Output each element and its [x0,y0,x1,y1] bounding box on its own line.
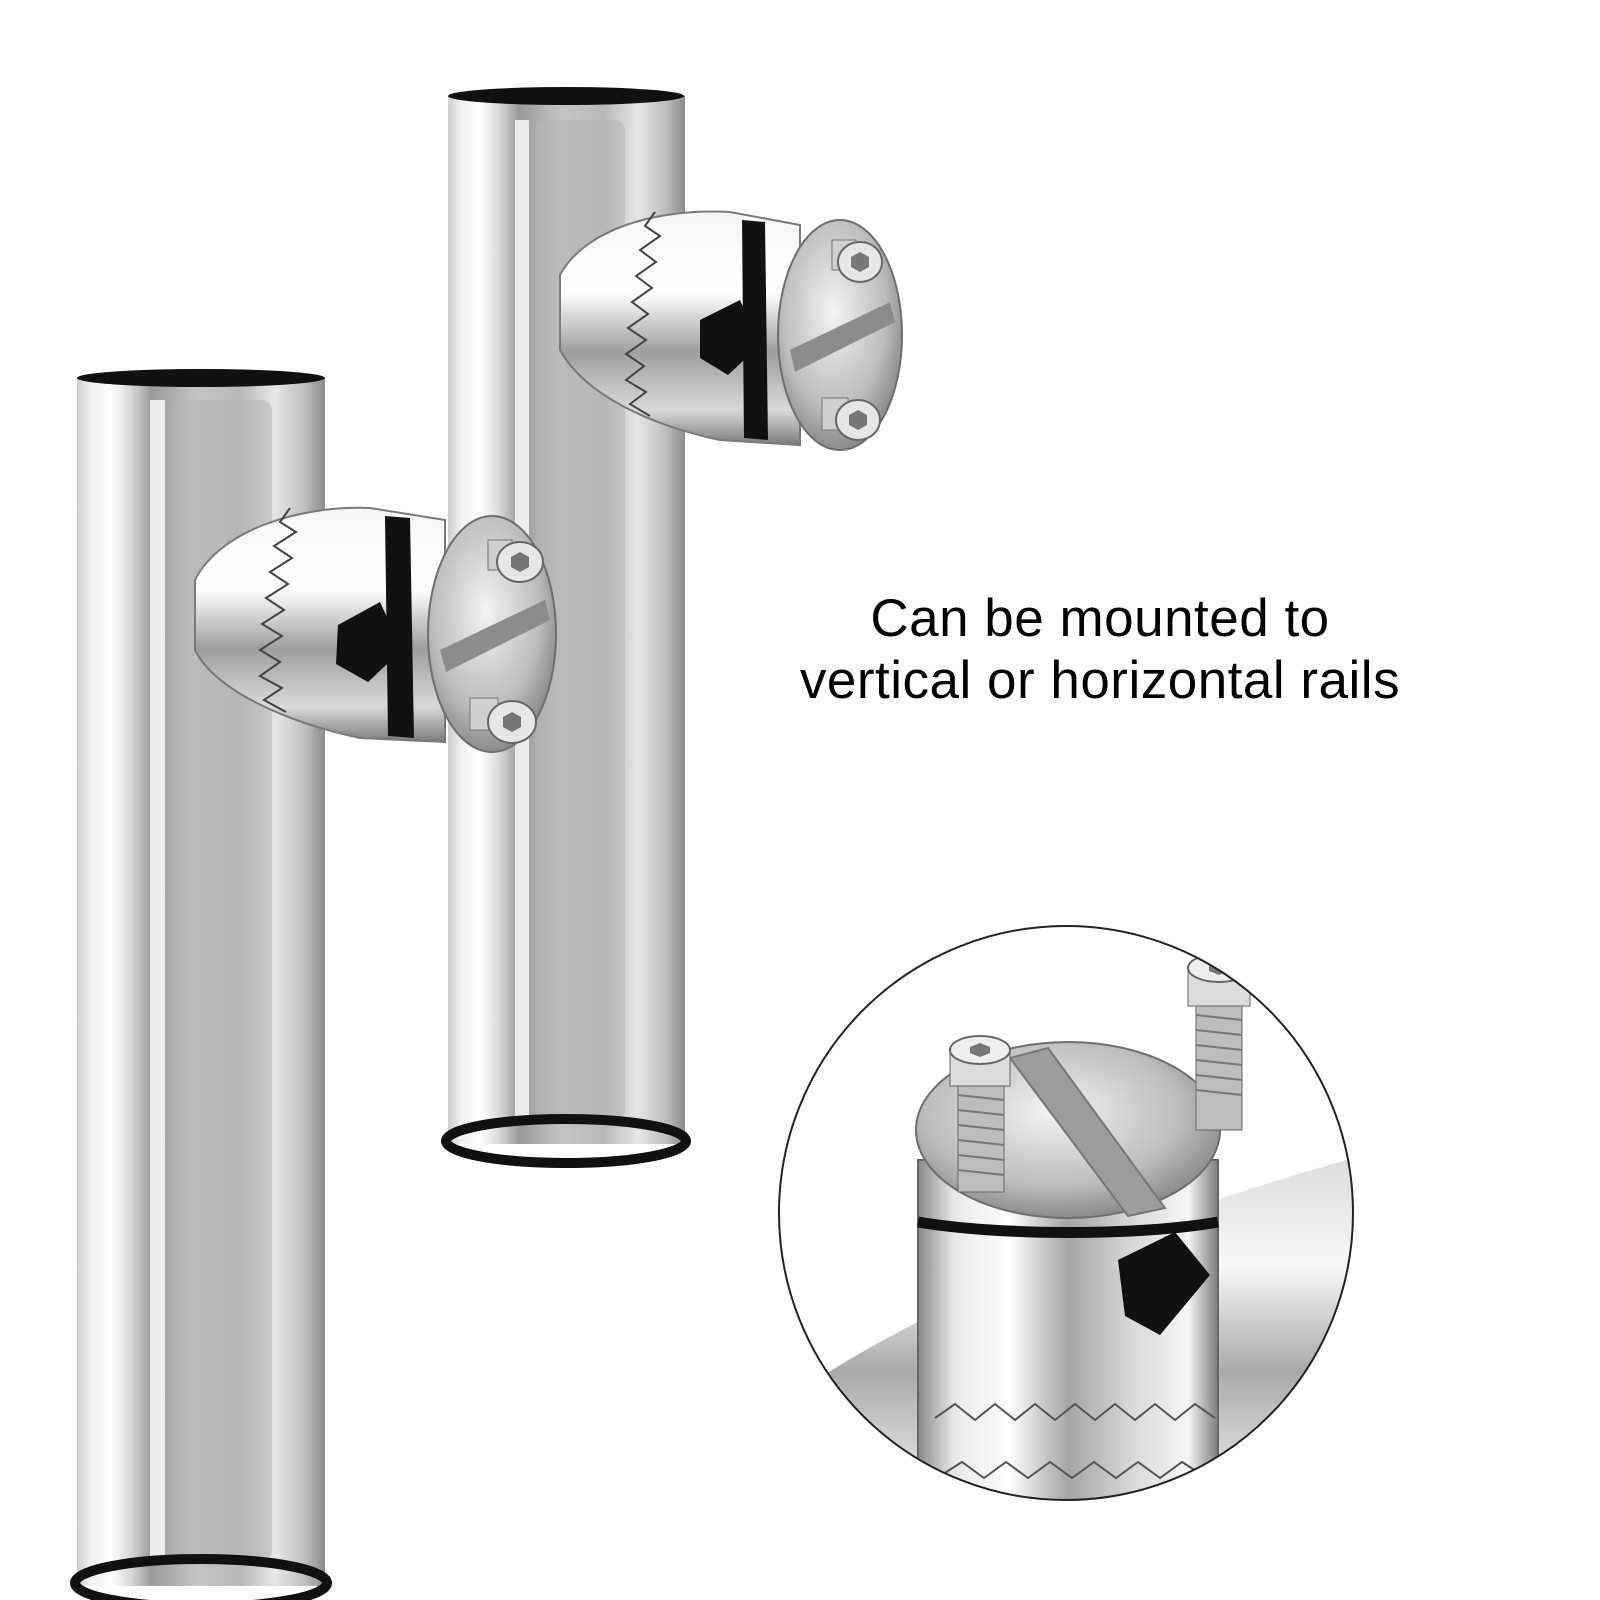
hex-socket-screw-icon [1187,953,1251,1131]
hex-socket-screw-icon [821,397,881,441]
hex-socket-screw-icon [949,1035,1011,1193]
front-rail-clamp-icon [194,506,557,753]
hex-socket-screw-icon [469,697,537,744]
mounting-detail-inset [778,925,1354,1501]
back-rod-holder [441,87,903,1168]
hex-socket-screw-icon [831,239,883,283]
hex-socket-screw-icon [487,539,544,583]
back-tube-bottom-ring [441,1114,691,1168]
back-tube-top-rim [448,87,684,105]
inset-frame [778,925,1354,1501]
front-rod-holder [70,369,557,1600]
product-caption: Can be mounted to vertical or horizontal… [700,588,1500,712]
front-tube-top-rim [77,369,325,387]
back-rail-clamp-icon [559,210,903,451]
caption-line-2: vertical or horizontal rails [799,651,1401,710]
caption-line-1: Can be mounted to [870,589,1330,648]
front-tube-bottom-ring [70,1554,332,1600]
